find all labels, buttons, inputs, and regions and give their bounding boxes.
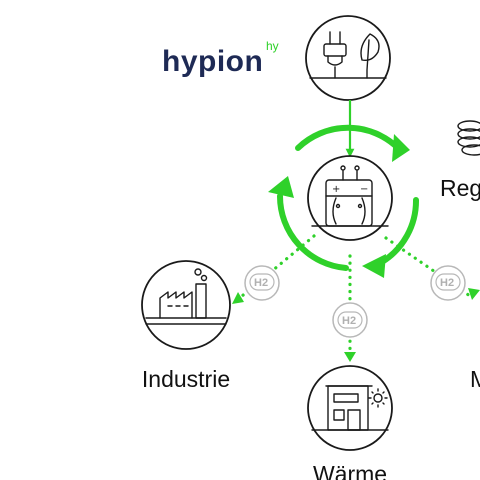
h2-badge-industry: H2 [244, 265, 280, 301]
hypion-logo: hypion hy [162, 39, 279, 78]
h2-badge-mobility: H2 [430, 265, 466, 301]
h2-badge-text: H2 [342, 315, 356, 327]
h2-badge-text: H2 [440, 277, 454, 289]
heat-label: Wärme [313, 461, 387, 480]
cycle-arrows [268, 124, 420, 278]
logo-text: hypion [162, 45, 263, 78]
h2-badge-heat: H2 [332, 302, 368, 338]
electrolyzer-node: + − [307, 155, 393, 241]
svg-text:+: + [332, 184, 340, 195]
electrolyzer-icon: + − [311, 165, 389, 227]
heat-node [307, 365, 393, 451]
h2-badge-text: H2 [254, 277, 268, 289]
industry-label: Industrie [142, 366, 230, 392]
logo-mark: hy [266, 39, 279, 53]
power-node [305, 15, 391, 101]
industry-node [141, 260, 231, 350]
mobility-label: M [470, 366, 480, 392]
coins-icon [457, 120, 480, 156]
house-sun-icon [311, 385, 389, 431]
region-node: Reg [440, 120, 480, 201]
plug-and-leaf-icon [309, 31, 387, 79]
region-label: Reg [440, 175, 480, 201]
factory-icon [145, 268, 227, 325]
svg-text:−: − [360, 184, 368, 195]
